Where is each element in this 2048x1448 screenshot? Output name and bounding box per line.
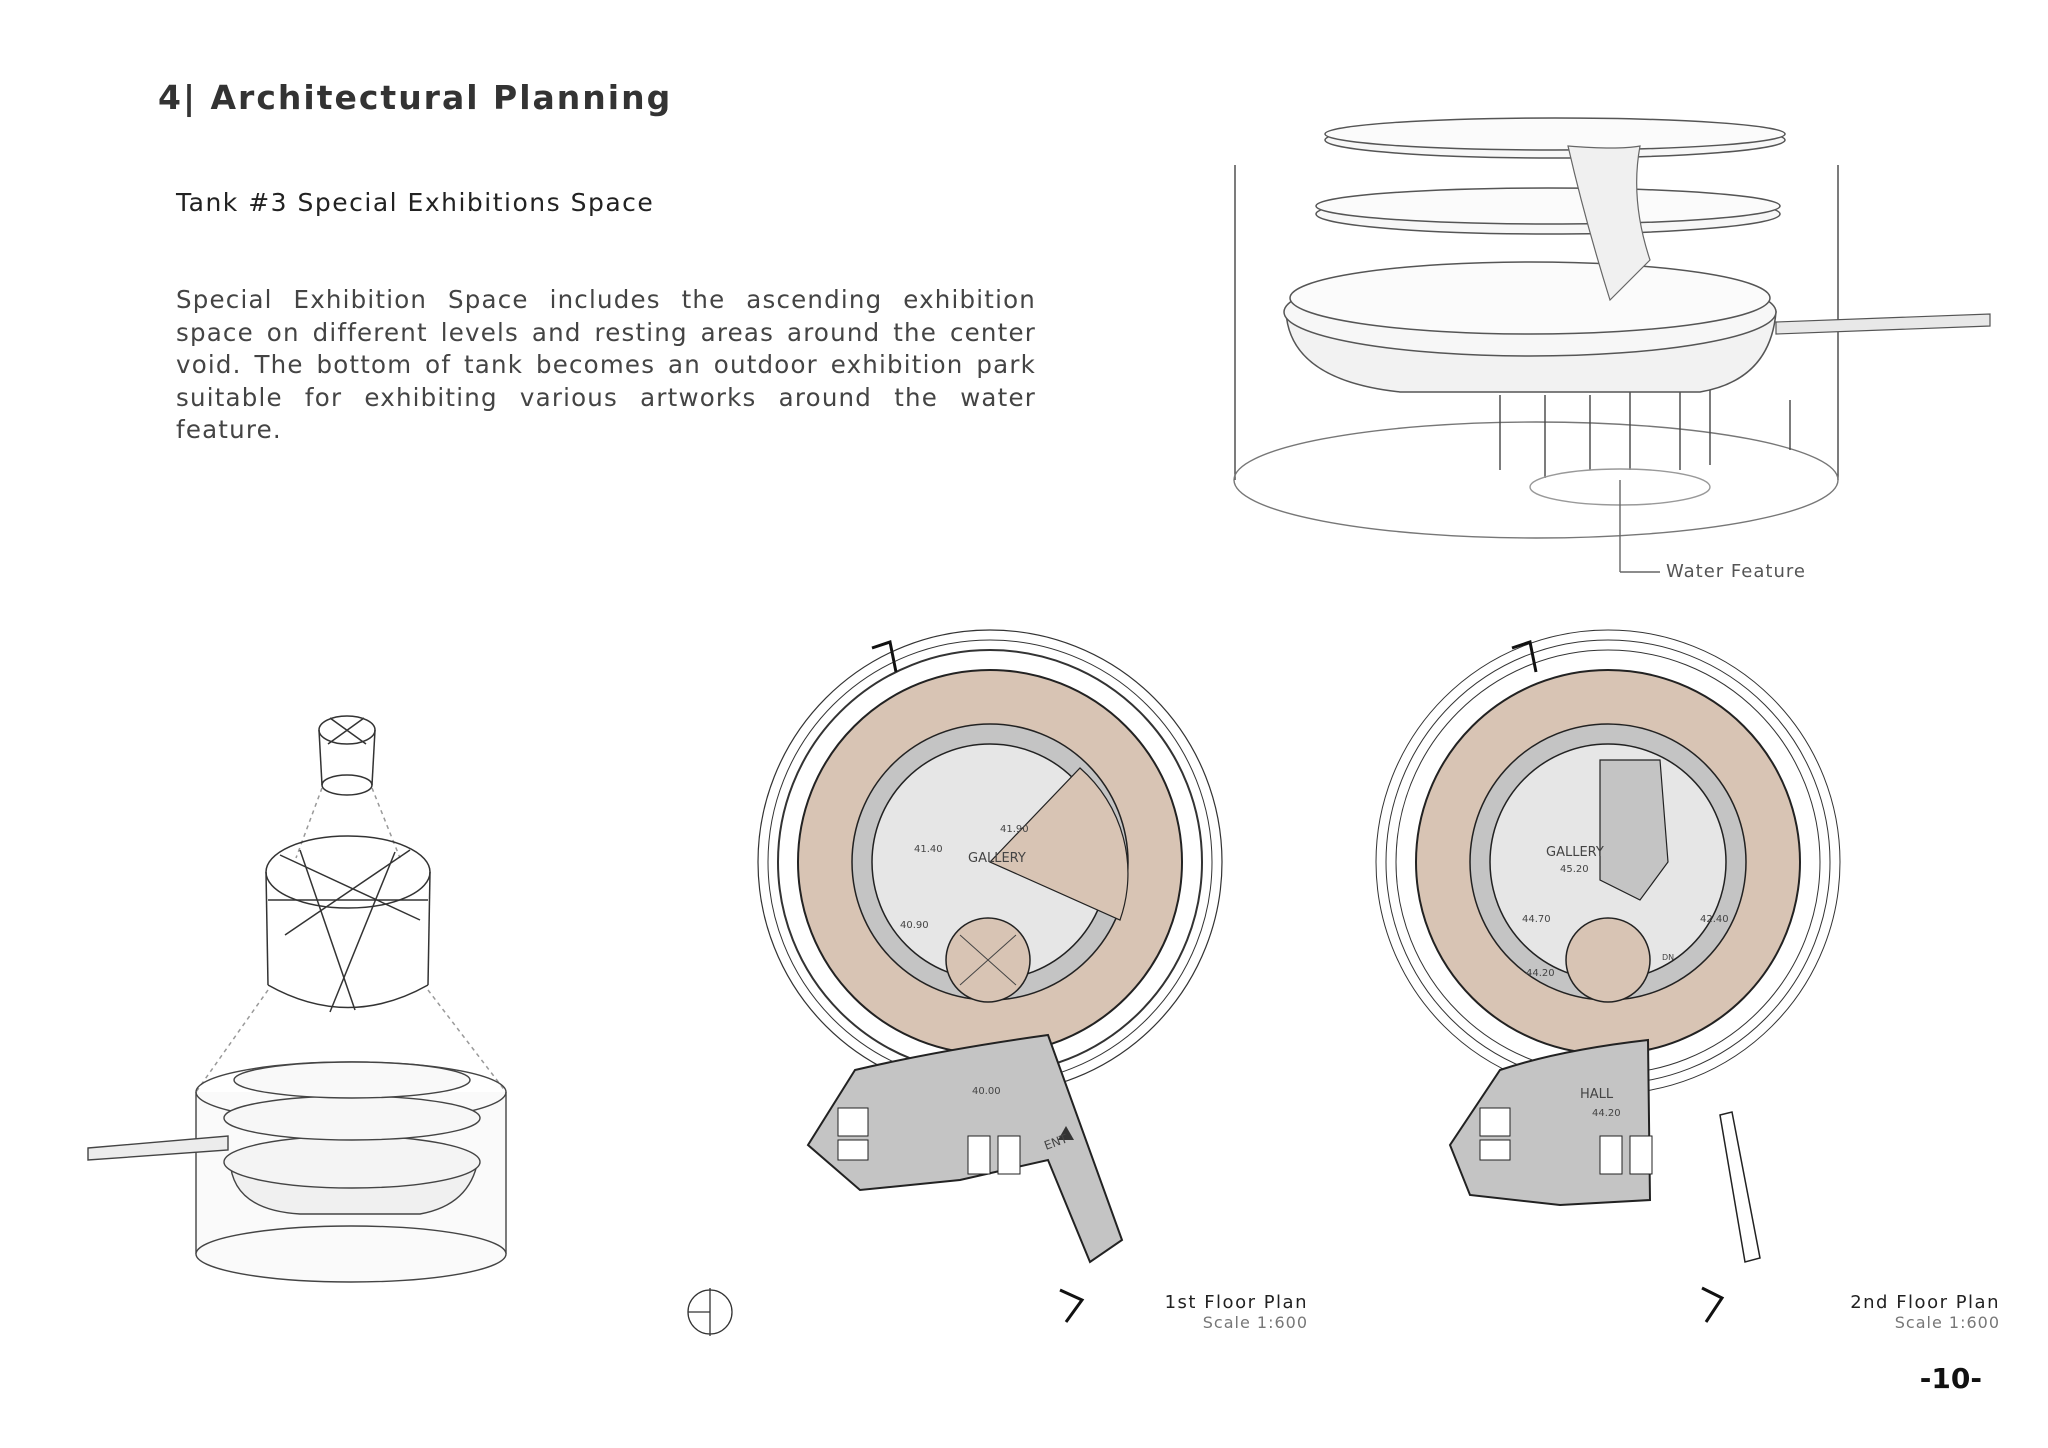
level-44-20-a: 44.20: [1526, 968, 1555, 979]
hall-label: HALL: [1580, 1087, 1614, 1102]
gallery-label-1f: GALLERY: [968, 851, 1026, 866]
level-40-00: 40.00: [972, 1086, 1001, 1097]
level-44-20-b: 44.20: [1592, 1108, 1621, 1119]
second-floor-scale: Scale 1:600: [1894, 1313, 2000, 1332]
section-title-text: Architectural Planning: [210, 78, 673, 117]
first-floor-scale: Scale 1:600: [1202, 1313, 1308, 1332]
level-45-20: 45.20: [1560, 864, 1589, 875]
gallery-label-2f: GALLERY: [1546, 845, 1604, 860]
page-number: -10-: [1919, 1362, 1982, 1395]
description-paragraph: Special Exhibition Space includes the as…: [176, 285, 1036, 444]
subtitle: Tank #3 Special Exhibitions Space: [176, 188, 655, 217]
first-floor-caption: 1st Floor Plan Scale 1:600: [1165, 1292, 1308, 1332]
level-44-70: 44.70: [1522, 914, 1551, 925]
north-arrow-icon: [687, 1288, 733, 1336]
section-title: 4| Architectural Planning: [158, 78, 672, 117]
level-41-90: 41.90: [1000, 824, 1029, 835]
second-floor-title: 2nd Floor Plan: [1850, 1292, 2000, 1313]
ent-label: ENT: [1042, 1131, 1070, 1153]
dn-label: DN: [1662, 953, 1674, 962]
level-40-90: 40.90: [900, 920, 929, 931]
second-floor-caption: 2nd Floor Plan Scale 1:600: [1850, 1292, 2000, 1332]
level-41-40: 41.40: [914, 844, 943, 855]
first-floor-title: 1st Floor Plan: [1164, 1292, 1308, 1313]
water-feature-label: Water Feature: [1666, 561, 1806, 582]
section-number: 4|: [158, 78, 198, 117]
level-42-40: 42.40: [1700, 914, 1729, 925]
